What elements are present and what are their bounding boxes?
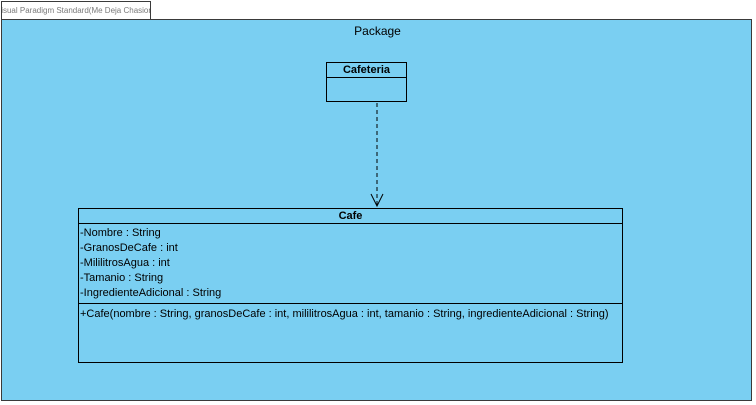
attribute-mililitros-agua: -MililitrosAgua : int xyxy=(80,257,170,269)
attribute-granos-de-cafe: -GranosDeCafe : int xyxy=(80,242,178,254)
class-cafeteria-name: Cafeteria xyxy=(327,63,406,78)
package-tab[interactable]: Visual Paradigm Standard(Me Deja Chasion… xyxy=(1,1,151,20)
class-cafe[interactable]: Cafe -Nombre : String -GranosDeCafe : in… xyxy=(78,208,623,363)
attribute-nombre: -Nombre : String xyxy=(80,227,161,239)
attribute-tamanio: -Tamanio : String xyxy=(80,272,164,284)
operation-constructor: +Cafe(nombre : String, granosDeCafe : in… xyxy=(80,308,609,320)
class-cafe-attributes: -Nombre : String -GranosDeCafe : int -Mi… xyxy=(79,224,622,304)
package-name: Package xyxy=(354,24,401,38)
class-cafe-operations: +Cafe(nombre : String, granosDeCafe : in… xyxy=(79,304,622,322)
class-cafe-name: Cafe xyxy=(79,209,622,224)
package-tab-label: Visual Paradigm Standard(Me Deja Chasion… xyxy=(1,6,150,15)
class-cafeteria[interactable]: Cafeteria xyxy=(326,62,407,102)
attribute-ingrediente-adicional: -IngredienteAdicional : String xyxy=(80,287,222,299)
